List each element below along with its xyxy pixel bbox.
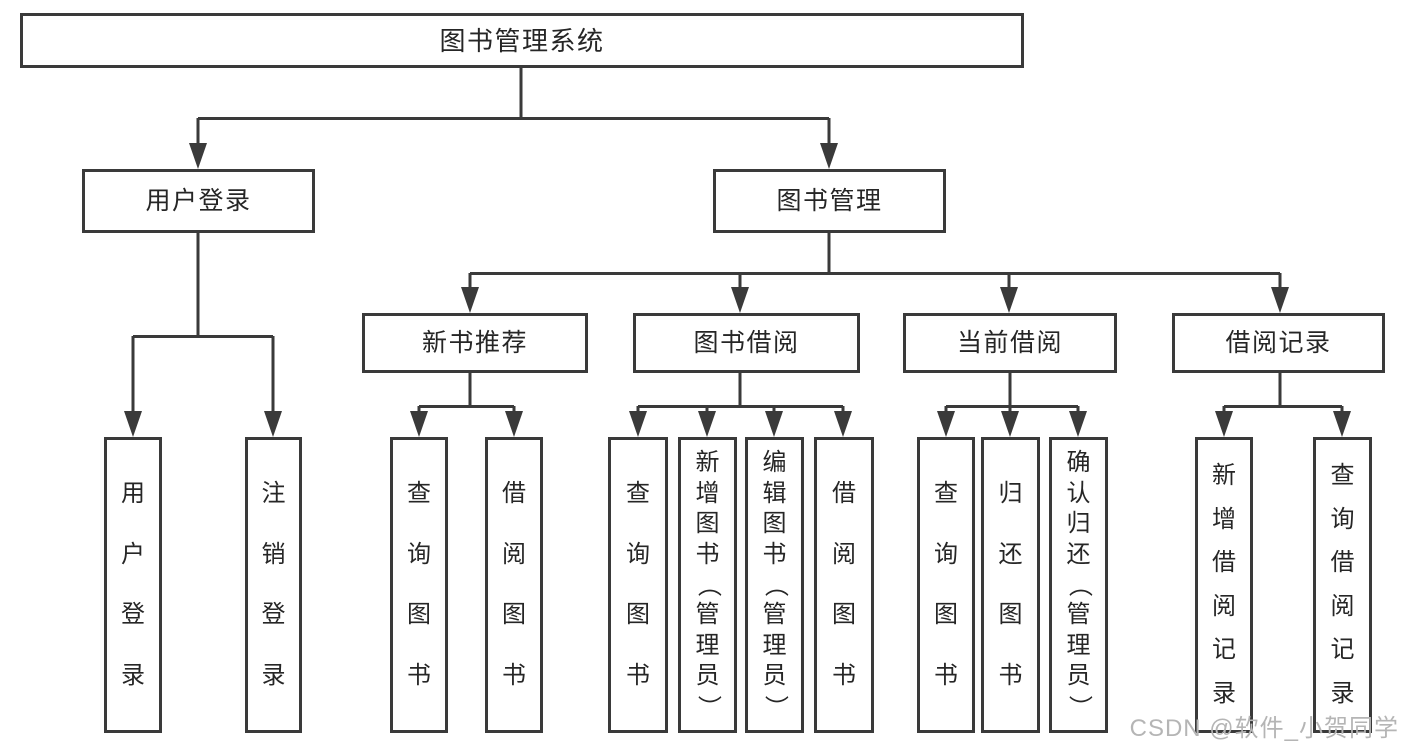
node-label: 新增图书（管理员） [694, 449, 722, 719]
leaf-borrow-books: 借阅图书 [814, 437, 874, 733]
leaf-borrow-books-recommend: 借阅图书 [485, 437, 543, 733]
csdn-watermark: CSDN @软件_小贺同学 [1129, 715, 1399, 742]
node-label: 查询图书 [407, 479, 431, 690]
leaf-add-book-admin: 新增图书（管理员） [678, 437, 737, 733]
arrowhead [834, 411, 852, 437]
arrowhead [937, 411, 955, 437]
arrowhead [505, 411, 523, 437]
arrowhead [698, 411, 716, 437]
node-book-management: 图书管理 [713, 169, 946, 233]
connector-root-to-level2 [196, 67, 831, 155]
connector-borrow-records-to-leaves [1222, 373, 1344, 423]
node-label: 借阅图书 [502, 479, 526, 690]
node-label: 归还图书 [998, 479, 1023, 690]
arrowhead [731, 287, 749, 313]
node-label: 图书借阅 [693, 328, 800, 357]
node-label: 注销登录 [261, 479, 286, 690]
node-borrow-records: 借阅记录 [1172, 313, 1385, 373]
node-label: 用户登录 [121, 479, 145, 690]
arrowhead [1000, 287, 1018, 313]
node-label: 图书管理 [776, 186, 883, 215]
arrowhead [189, 143, 207, 169]
arrowhead [410, 411, 428, 437]
node-label: 当前借阅 [956, 328, 1063, 357]
connector-user-login-to-leaves [131, 233, 275, 423]
arrowhead [765, 411, 783, 437]
connector-book-borrow-to-leaves [636, 373, 845, 423]
arrowhead [820, 143, 838, 169]
node-label: 查询图书 [626, 479, 650, 690]
arrowhead [264, 411, 282, 437]
leaf-add-borrow-record: 新增借阅记录 [1195, 437, 1253, 733]
arrowhead [1333, 411, 1351, 437]
node-label: 查询图书 [934, 479, 958, 690]
node-label: 用户登录 [145, 186, 252, 215]
node-current-borrow: 当前借阅 [903, 313, 1117, 373]
leaf-return-book: 归还图书 [981, 437, 1040, 733]
node-label: 查询借阅记录 [1330, 462, 1355, 707]
leaf-query-books-recommend: 查询图书 [390, 437, 448, 733]
leaf-query-books-borrow: 查询图书 [608, 437, 668, 733]
node-label: 新书推荐 [421, 328, 528, 357]
leaf-edit-book-admin: 编辑图书（管理员） [745, 437, 804, 733]
leaf-confirm-return-admin: 确认归还（管理员） [1049, 437, 1108, 733]
leaf-logout: 注销登录 [245, 437, 302, 733]
node-label: 借阅记录 [1225, 328, 1332, 357]
arrowhead [629, 411, 647, 437]
arrowhead [124, 411, 142, 437]
leaf-user-login: 用户登录 [104, 437, 162, 733]
node-label: 新增借阅记录 [1212, 462, 1236, 707]
node-user-login: 用户登录 [82, 169, 315, 233]
arrowhead [1271, 287, 1289, 313]
arrowhead [1215, 411, 1233, 437]
node-new-book-recommend: 新书推荐 [362, 313, 588, 373]
node-library-management-system: 图书管理系统 [20, 13, 1024, 68]
arrowhead [1069, 411, 1087, 437]
node-label: 编辑图书（管理员） [761, 449, 789, 719]
connector-new-book-to-leaves [417, 373, 516, 423]
node-book-borrow: 图书借阅 [633, 313, 860, 373]
leaf-query-borrow-record: 查询借阅记录 [1313, 437, 1372, 733]
node-label: 借阅图书 [832, 479, 856, 690]
node-label: 确认归还（管理员） [1065, 449, 1093, 719]
leaf-query-books-current: 查询图书 [917, 437, 975, 733]
arrowhead [1001, 411, 1019, 437]
node-label: 图书管理系统 [439, 25, 605, 56]
connector-book-management-to-level3 [468, 233, 1282, 300]
arrowhead [461, 287, 479, 313]
